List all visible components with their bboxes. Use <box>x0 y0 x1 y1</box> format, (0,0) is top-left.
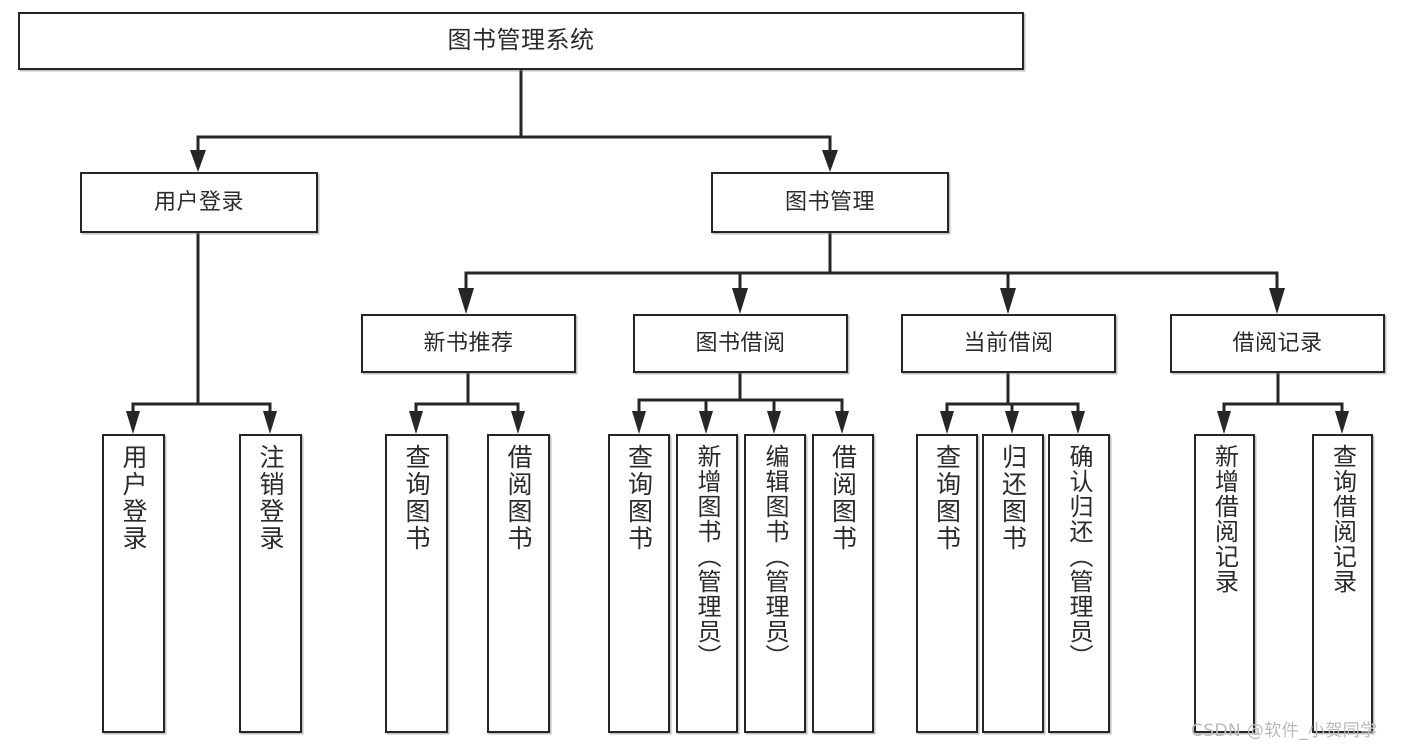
node-label: 借阅图书 <box>504 444 533 552</box>
node-label: 借阅图书 <box>828 444 858 552</box>
node-user-login[interactable]: 用户登录 <box>80 172 318 233</box>
node-label: 用户登录 <box>153 189 244 215</box>
node-label: 用户登录 <box>119 444 148 552</box>
leaf-current-borrow-query-book[interactable]: 查询图书 <box>916 434 978 733</box>
node-label: 当前借阅 <box>963 330 1054 356</box>
node-book-management[interactable]: 图书管理 <box>711 172 949 233</box>
node-label: 图书借阅 <box>695 330 786 356</box>
node-label: 注销登录 <box>256 444 285 552</box>
node-label: 确认归还（管理员） <box>1065 444 1093 669</box>
leaf-user-login-signin[interactable]: 用户登录 <box>102 434 165 733</box>
leaf-book-borrow-borrow-book[interactable]: 借阅图书 <box>812 434 874 733</box>
leaf-current-borrow-return-book[interactable]: 归还图书 <box>982 434 1044 733</box>
node-label: 新增借阅记录 <box>1210 444 1239 594</box>
node-label: 查询图书 <box>932 444 962 552</box>
node-borrow-record[interactable]: 借阅记录 <box>1170 314 1385 373</box>
leaf-current-borrow-confirm-return-admin[interactable]: 确认归还（管理员） <box>1048 434 1110 733</box>
node-book-borrow[interactable]: 图书借阅 <box>633 314 848 373</box>
node-label: 新增图书（管理员） <box>693 444 721 669</box>
node-new-book-recommend[interactable]: 新书推荐 <box>361 314 576 373</box>
node-label: 图书管理 <box>784 189 875 215</box>
node-label: 图书管理系统 <box>447 26 595 55</box>
watermark-csdn: CSDN @软件_小贺同学 <box>1191 721 1378 741</box>
node-label: 新书推荐 <box>423 330 514 356</box>
leaf-book-borrow-edit-book-admin[interactable]: 编辑图书（管理员） <box>744 434 806 733</box>
leaf-book-borrow-query-book[interactable]: 查询图书 <box>608 434 670 733</box>
node-label: 查询图书 <box>624 444 654 552</box>
node-current-borrow[interactable]: 当前借阅 <box>901 314 1116 373</box>
node-label: 查询借阅记录 <box>1328 444 1357 594</box>
node-label: 借阅记录 <box>1232 330 1323 356</box>
leaf-borrow-record-query-record[interactable]: 查询借阅记录 <box>1312 434 1373 733</box>
node-label: 查询图书 <box>402 444 431 552</box>
leaf-borrow-record-add-record[interactable]: 新增借阅记录 <box>1194 434 1255 733</box>
leaf-new-book-borrow-book[interactable]: 借阅图书 <box>487 434 550 733</box>
leaf-user-login-logout[interactable]: 注销登录 <box>239 434 302 733</box>
leaf-book-borrow-add-book-admin[interactable]: 新增图书（管理员） <box>676 434 738 733</box>
node-label: 归还图书 <box>998 444 1028 552</box>
leaf-new-book-query-book[interactable]: 查询图书 <box>385 434 448 733</box>
node-root-book-management-system[interactable]: 图书管理系统 <box>18 12 1024 70</box>
node-label: 编辑图书（管理员） <box>761 444 789 669</box>
